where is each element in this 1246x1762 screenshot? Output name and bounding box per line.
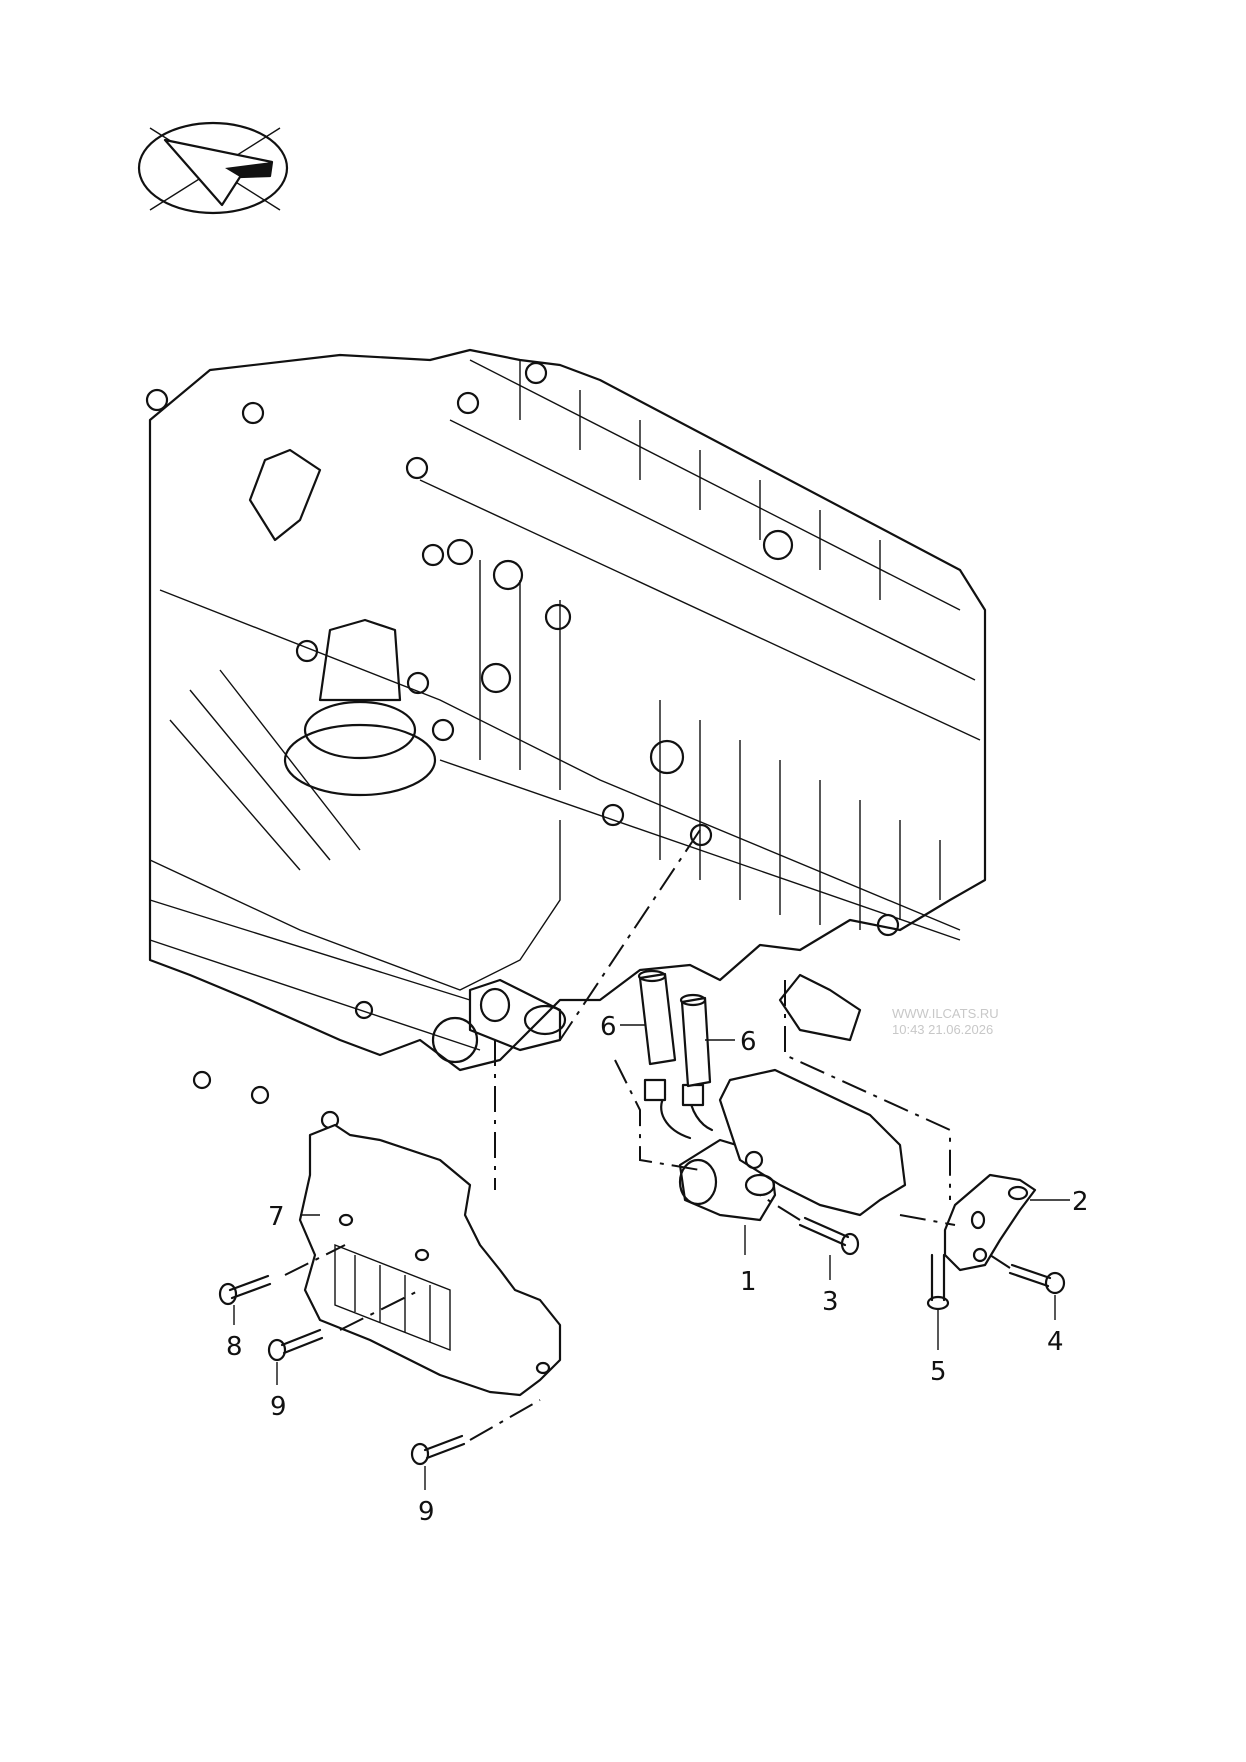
callout-9-upper: 9 — [270, 1392, 287, 1422]
callout-6-right: 6 — [740, 1027, 757, 1057]
bolt-8 — [218, 1274, 272, 1306]
callout-1: 1 — [740, 1267, 757, 1297]
bolt-3 — [798, 1216, 860, 1256]
assembly-lines — [284, 829, 1011, 1441]
watermark-line-1: WWW.ILCATS.RU — [892, 1006, 999, 1021]
housing-bolts — [145, 361, 900, 1130]
part-1-valve-block — [643, 1068, 907, 1222]
callout-4: 4 — [1047, 1327, 1064, 1357]
callout-8: 8 — [226, 1332, 243, 1362]
callout-2: 2 — [1072, 1187, 1089, 1217]
part-7-cover — [298, 1123, 562, 1397]
watermark-line-2: 10:43 21.06.2026 — [892, 1022, 993, 1037]
bolt-4 — [1008, 1263, 1066, 1295]
leader-lines — [233, 1024, 1070, 1490]
orientation-emblem-icon — [137, 121, 289, 215]
callout-6-left: 6 — [600, 1012, 617, 1042]
callout-7: 7 — [268, 1202, 285, 1232]
part-2-bracket — [943, 1173, 1037, 1272]
part-6-hoses — [637, 969, 712, 1088]
callout-3: 3 — [822, 1287, 839, 1317]
bolt-9-upper — [267, 1328, 324, 1362]
bolt-9-lower — [410, 1434, 466, 1466]
callout-9-lower: 9 — [418, 1497, 435, 1527]
callout-5: 5 — [930, 1357, 947, 1387]
bolt-5 — [926, 1253, 950, 1311]
transmission-housing — [148, 348, 987, 1072]
